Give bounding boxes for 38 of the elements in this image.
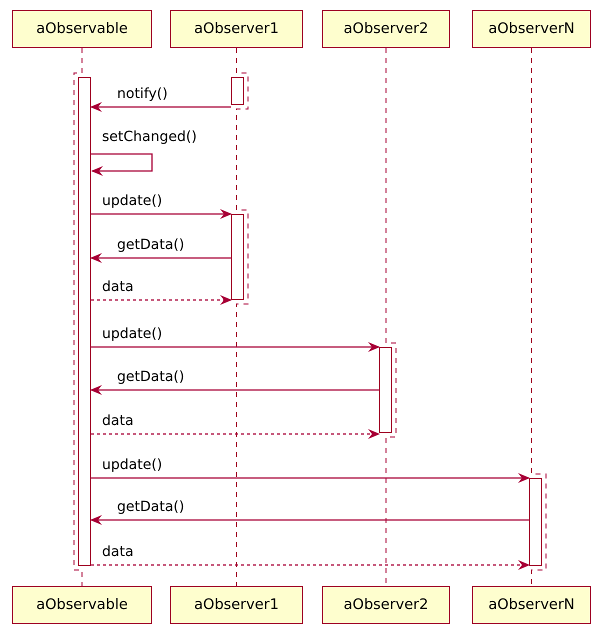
message-label: getData() [117, 499, 184, 515]
activation-bar [379, 347, 392, 433]
activation-bar [231, 77, 244, 105]
message-arrow [90, 515, 529, 525]
return-arrow [91, 429, 380, 439]
participant-box: aObserverN [472, 10, 591, 48]
lifeline [531, 48, 546, 586]
participant-box: aObservable [12, 586, 152, 624]
activation-bar [529, 478, 542, 566]
message-label: getData() [117, 237, 184, 253]
message-label: update() [102, 193, 162, 209]
message-arrow [91, 473, 530, 483]
message-arrow [90, 385, 379, 395]
message-label: data [102, 413, 134, 429]
message-label: getData() [117, 369, 184, 385]
message-label: data [102, 279, 134, 295]
activation-bar [231, 214, 244, 300]
lifeline [236, 48, 248, 586]
message-arrow [91, 209, 232, 219]
message-label: notify() [117, 86, 168, 102]
message-label: update() [102, 457, 162, 473]
participant-box: aObserver2 [322, 10, 450, 48]
return-arrow [91, 560, 530, 570]
message-label: data [102, 544, 134, 560]
participant-box: aObserver2 [322, 586, 450, 624]
lifeline [74, 48, 82, 586]
message-arrow [90, 253, 231, 263]
self-message-arrow [91, 153, 153, 176]
participant-box: aObservable [12, 10, 152, 48]
return-arrow [91, 295, 232, 305]
message-label: setChanged() [102, 129, 197, 145]
message-arrow [90, 102, 231, 112]
participant-box: aObserver1 [170, 586, 303, 624]
participant-box: aObserverN [472, 586, 591, 624]
message-label: update() [102, 326, 162, 342]
participant-box: aObserver1 [170, 10, 303, 48]
message-arrow [91, 342, 380, 352]
activation-bar [78, 77, 91, 566]
